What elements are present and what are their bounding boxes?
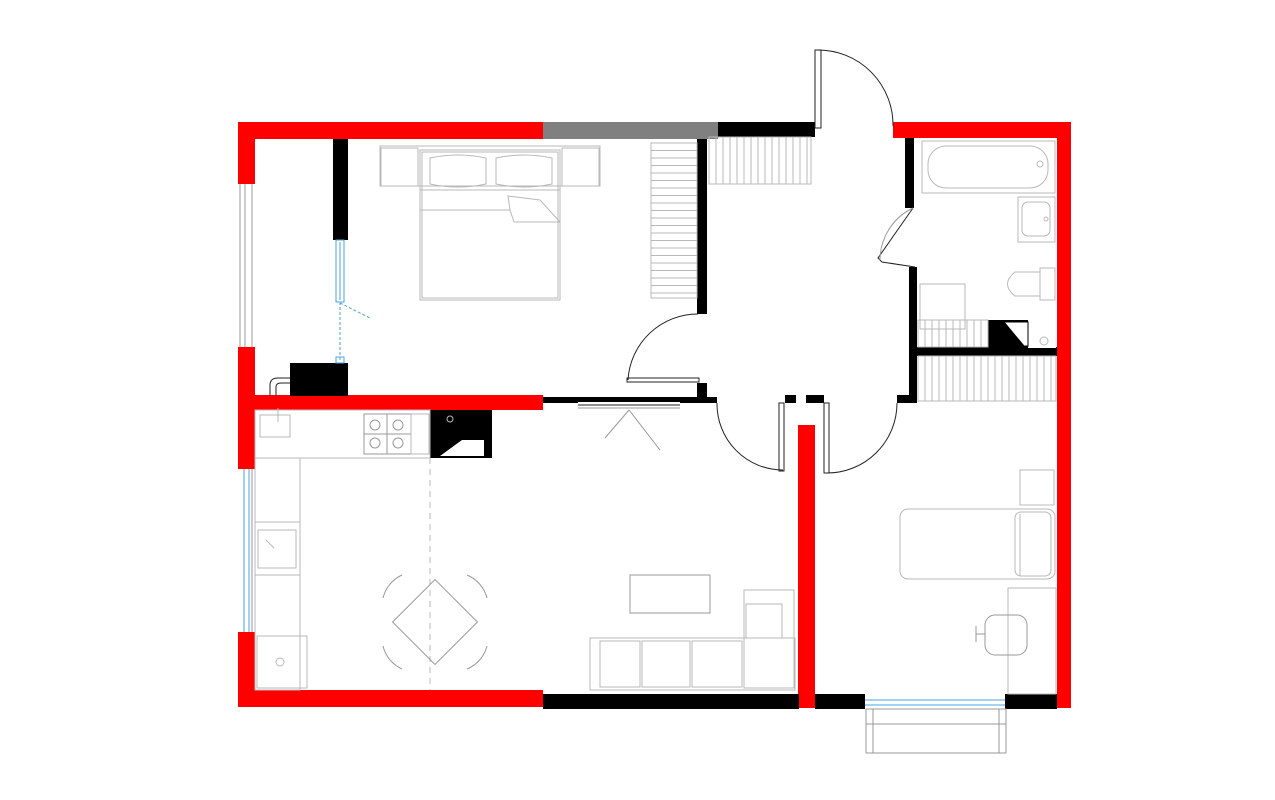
window-second-bedroom [865, 699, 1007, 754]
wall-hall-bottom-right [897, 395, 913, 403]
washbasin-bath-icon [1017, 196, 1056, 243]
stairs-vertical [650, 142, 698, 299]
exterior-wall-bedroom-kitchen [255, 395, 543, 410]
wall-bedroom-duct [290, 363, 348, 396]
wall-hall-to-living [543, 397, 717, 403]
second-bedroom-furniture [899, 469, 1057, 695]
living-door [716, 402, 785, 472]
gas-hob-icon [363, 413, 412, 455]
wardrobe-door [335, 239, 371, 364]
wall-bath-bottom [909, 347, 1057, 356]
stairs-bath [917, 319, 989, 348]
wall-stair-right-upper [697, 139, 707, 314]
wall-top-stair [718, 122, 815, 137]
sofa-icon [589, 589, 796, 691]
living-furniture [589, 574, 796, 691]
windows [238, 184, 1007, 754]
kitchen-furniture [254, 408, 488, 691]
stair-door [626, 313, 700, 383]
wall-stair-right-lower [697, 383, 707, 397]
washing-machine-icon [919, 283, 966, 330]
exterior-walls [238, 122, 1071, 708]
stairs-lower [917, 355, 1057, 402]
wall-bath-left-upper [905, 138, 914, 208]
coffee-table-icon [629, 574, 711, 614]
wall-bedroom-wardrobe [333, 139, 348, 240]
exterior-wall-right-top [893, 122, 1071, 138]
wall-bottom-center [543, 694, 799, 709]
stair-outline [917, 355, 1057, 402]
wall-bottom-right-b [1005, 694, 1057, 709]
desk-icon [1007, 587, 1057, 695]
double-bed-icon [379, 145, 601, 301]
wall-hall-stub-right [806, 395, 824, 403]
bathtub-icon [921, 140, 1056, 194]
exterior-wall-top-left [238, 122, 543, 139]
wall-hall-stub-left [785, 395, 796, 403]
kitchen-duct-icon [440, 412, 484, 456]
party-wall [543, 122, 718, 139]
exterior-wall-left-lower [238, 632, 255, 707]
stair-outline [650, 142, 698, 299]
dining-table-icon [382, 574, 488, 670]
fridge-icon [256, 635, 308, 689]
toilet-icon [1007, 267, 1056, 301]
stairs-top [708, 136, 812, 185]
bathroom-door [877, 207, 916, 268]
bathroom-furniture [919, 140, 1056, 348]
window-kitchen [238, 469, 255, 632]
kitchen-counter-left [254, 457, 301, 691]
wall-bath-left-lower [909, 267, 917, 403]
nightstand-icon [1019, 469, 1055, 506]
exterior-wall-left-middle [238, 347, 255, 469]
single-bed-icon [899, 508, 1056, 580]
entrance-door [814, 49, 894, 129]
doors [335, 49, 916, 474]
exterior-wall-right [1057, 122, 1071, 708]
living-glazed-door [578, 402, 680, 451]
stair-outline [708, 136, 812, 185]
stairs [650, 136, 1057, 402]
radiator-icon [269, 377, 290, 396]
bedroom-furniture [269, 145, 601, 396]
exterior-wall-corridor-partition [798, 425, 815, 708]
exterior-wall-bottom-left [238, 690, 543, 707]
washbasin-icon [257, 529, 297, 569]
wall-bottom-right-a [815, 694, 865, 709]
bath-duct-icon [990, 320, 1056, 348]
second-bedroom-door [823, 402, 898, 474]
exterior-wall-left-upper [238, 122, 255, 184]
kitchen-sink-icon [259, 408, 291, 438]
office-chair-icon [975, 614, 1028, 656]
window-bedroom [238, 184, 255, 347]
